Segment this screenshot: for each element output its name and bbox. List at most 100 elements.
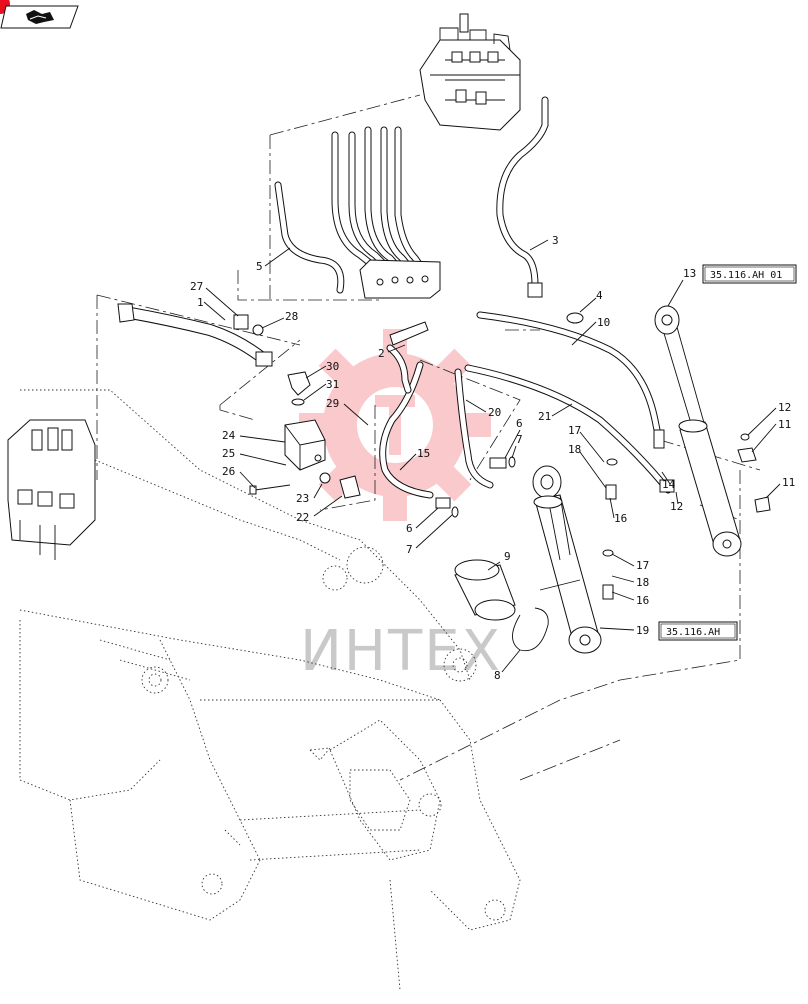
callout-number: 14 (662, 478, 676, 491)
hose-21 (464, 364, 675, 494)
book-open-icon (26, 10, 54, 24)
callout-31: 31 (303, 378, 339, 401)
fitting-27 (233, 314, 264, 336)
callout-number: 17 (636, 559, 649, 572)
callout-9: 9 (487, 550, 511, 571)
callout-13: 13 (667, 267, 696, 307)
callout-16b: 16 (611, 591, 649, 607)
hose-20 (454, 368, 494, 489)
callout-number: 11 (778, 418, 791, 431)
callout-18a: 18 (568, 443, 607, 489)
callout-number: 12 (670, 500, 683, 513)
callout-6a: 6 (504, 417, 523, 459)
callout-17b: 17 (611, 553, 649, 572)
fitting-22 (319, 472, 361, 499)
callout-12a: 12 (747, 401, 791, 436)
callout-27: 27 (190, 280, 239, 317)
callout-22: 22 (296, 495, 343, 524)
callout-12b: 12 (670, 491, 683, 513)
hose-3 (496, 96, 549, 298)
callout-number: 3 (552, 234, 559, 247)
fitting-11 (737, 433, 771, 513)
callout-number: 22 (296, 511, 309, 524)
ref-box-35-116-ah[interactable]: 35.116.AH (658, 621, 738, 641)
callout-number: 31 (326, 378, 339, 391)
callout-1: 1 (197, 296, 226, 321)
callout-20: 20 (465, 399, 501, 419)
watermark-text: ИНТЕХ (300, 619, 502, 684)
bolt-26 (249, 484, 291, 495)
callout-number: 30 (326, 360, 339, 373)
callouts: 1 2 3 4 5 6 6 7 7 8 9 10 11 11 12 12 13 … (190, 234, 795, 682)
callout-number: 8 (494, 669, 501, 682)
sleeve-9 (454, 559, 516, 621)
callout-number: 6 (516, 417, 523, 430)
callout-5: 5 (256, 247, 291, 273)
callout-10: 10 (571, 316, 610, 346)
ref-box-35-116-ah-01[interactable]: 35.116.AH 01 (702, 264, 797, 284)
callout-number: 26 (222, 465, 235, 478)
callout-7b: 7 (406, 514, 453, 556)
callout-number: 16 (636, 594, 649, 607)
callout-number: 7 (406, 543, 413, 556)
hose-15 (379, 361, 434, 499)
callout-7a: 7 (511, 433, 523, 459)
callout-15: 15 (399, 447, 430, 471)
callout-26: 26 (222, 465, 256, 489)
cylinder-19 (532, 465, 602, 654)
callout-6b: 6 (406, 507, 439, 535)
assembly-lines (96, 94, 761, 781)
valve-block-24 (284, 419, 326, 471)
hose-10 (476, 311, 665, 449)
callout-3: 3 (529, 234, 559, 251)
callout-number: 1 (197, 296, 204, 309)
fitting-30 (287, 371, 311, 406)
callout-number: 6 (406, 522, 413, 535)
callout-11b: 11 (765, 476, 795, 499)
fitting-16 (602, 458, 618, 600)
callout-number: 10 (597, 316, 610, 329)
strap-8 (512, 607, 549, 652)
callout-19: 19 (599, 624, 649, 637)
callout-number: 7 (516, 433, 523, 446)
hose-5 (274, 181, 345, 294)
callout-21: 21 (538, 403, 573, 423)
callout-number: 18 (636, 576, 649, 589)
callout-4: 4 (579, 289, 603, 313)
callout-number: 13 (683, 267, 696, 280)
callout-14: 14 (661, 471, 676, 491)
svg-text:35.116.AH 01: 35.116.AH 01 (710, 270, 782, 281)
callout-number: 5 (256, 260, 263, 273)
hose-1 (117, 303, 273, 367)
loader-frame (19, 389, 521, 991)
callout-number: 17 (568, 424, 581, 437)
callout-25: 25 (222, 447, 287, 466)
callout-number: 27 (190, 280, 203, 293)
callout-number: 20 (488, 406, 501, 419)
callout-number: 16 (614, 512, 627, 525)
callout-28: 28 (261, 310, 298, 329)
hose-bundle (331, 126, 426, 279)
callout-29: 29 (326, 397, 369, 426)
callout-8: 8 (494, 649, 521, 682)
callout-18b: 18 (611, 575, 649, 589)
control-valve-left (7, 419, 96, 560)
callout-number: 9 (504, 550, 511, 563)
callout-number: 21 (538, 410, 551, 423)
callout-number: 12 (778, 401, 791, 414)
callout-number: 19 (636, 624, 649, 637)
callout-number: 28 (285, 310, 298, 323)
cylinder-13 (654, 305, 742, 557)
nav-book-button[interactable] (0, 0, 79, 29)
callout-number: 24 (222, 429, 236, 442)
callout-2: 2 (378, 344, 406, 360)
callout-number: 29 (326, 397, 339, 410)
ring-4 (566, 312, 584, 324)
callout-number: 23 (296, 492, 309, 505)
callout-30: 30 (305, 360, 339, 379)
control-valve-top (419, 13, 521, 131)
callout-number: 4 (596, 289, 603, 302)
callout-23: 23 (296, 483, 323, 505)
